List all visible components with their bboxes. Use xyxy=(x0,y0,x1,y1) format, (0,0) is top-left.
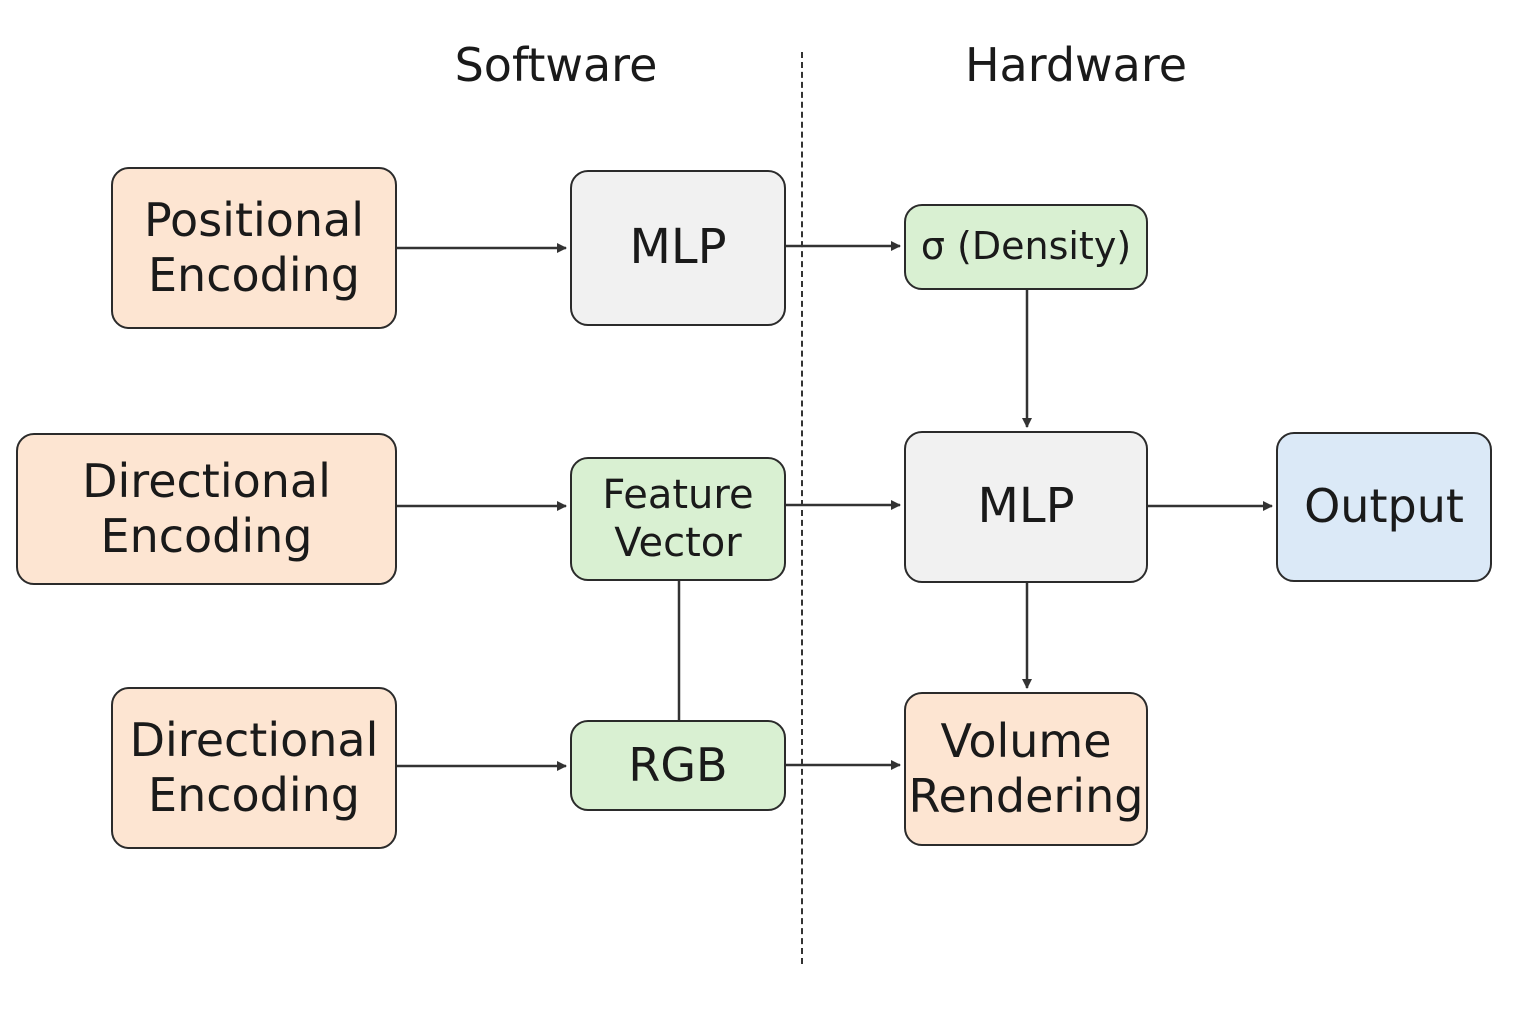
node-output: Output xyxy=(1276,432,1492,582)
node-directional-encoding-bottom: Directional Encoding xyxy=(111,687,397,849)
node-rgb: RGB xyxy=(570,720,786,811)
section-title-software: Software xyxy=(454,38,658,92)
node-label: σ (Density) xyxy=(920,224,1132,269)
node-label: RGB xyxy=(628,737,728,792)
node-label: MLP xyxy=(629,219,727,276)
node-label: Output xyxy=(1304,479,1464,534)
node-mlp-hardware: MLP xyxy=(904,431,1148,583)
node-mlp-software: MLP xyxy=(570,170,786,326)
node-label: Feature Vector xyxy=(602,472,754,566)
node-density: σ (Density) xyxy=(904,204,1148,290)
section-title-hardware: Hardware xyxy=(964,38,1188,92)
node-positional-encoding: Positional Encoding xyxy=(111,167,397,329)
software-hardware-divider xyxy=(801,52,803,964)
node-volume-rendering: Volume Rendering xyxy=(904,692,1148,846)
node-directional-encoding-top: Directional Encoding xyxy=(16,433,397,585)
node-label: Positional Encoding xyxy=(143,192,365,302)
node-label: Directional Encoding xyxy=(82,453,331,563)
node-label: Directional Encoding xyxy=(129,712,379,822)
node-feature-vector: Feature Vector xyxy=(570,457,786,581)
node-label: MLP xyxy=(977,478,1075,535)
node-label: Volume Rendering xyxy=(908,713,1144,823)
